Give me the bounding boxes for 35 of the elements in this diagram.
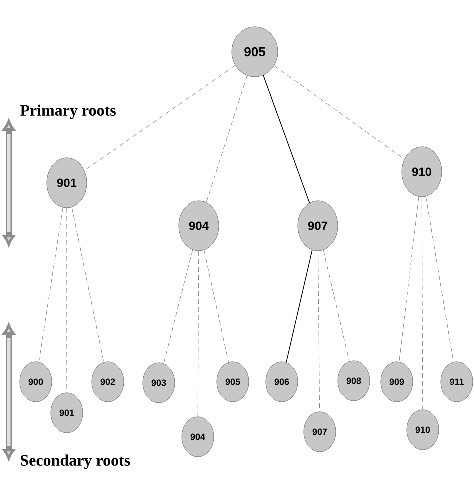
connector-line [84, 65, 236, 171]
connector-line [38, 207, 64, 362]
root-node: 911 [440, 362, 474, 402]
root-node: 909 [380, 362, 414, 402]
connector-line [422, 196, 424, 410]
root-node: 904 [178, 200, 220, 252]
root-node: 910 [402, 146, 442, 198]
root-node: 901 [50, 392, 84, 434]
connector-line [274, 66, 405, 160]
connector-line [399, 196, 420, 362]
root-node: 905 [216, 362, 250, 402]
connector-line [263, 75, 310, 204]
root-node: 904 [182, 416, 214, 458]
root-node: 906 [266, 362, 298, 402]
connector-line [66, 208, 68, 394]
connector-line [164, 250, 194, 364]
connector-line [426, 196, 454, 362]
root-node: 900 [20, 362, 52, 402]
connector-line [286, 250, 313, 363]
root-node: 910 [406, 410, 440, 450]
connector-line [323, 250, 350, 362]
root-node: 901 [46, 158, 88, 208]
root-node: 907 [304, 412, 336, 452]
root-node: 908 [338, 360, 370, 402]
root-node: 907 [298, 200, 338, 252]
connector-line [318, 250, 320, 412]
connector-line [204, 250, 229, 363]
root-node: 905 [232, 26, 278, 78]
connector-line [198, 250, 200, 418]
axis-label: Primary roots [20, 104, 116, 120]
connector-line [206, 76, 248, 203]
root-node: 903 [142, 362, 176, 404]
axis-label: Secondary roots [21, 454, 130, 470]
connector-line [72, 207, 104, 363]
root-node: 902 [92, 362, 124, 402]
